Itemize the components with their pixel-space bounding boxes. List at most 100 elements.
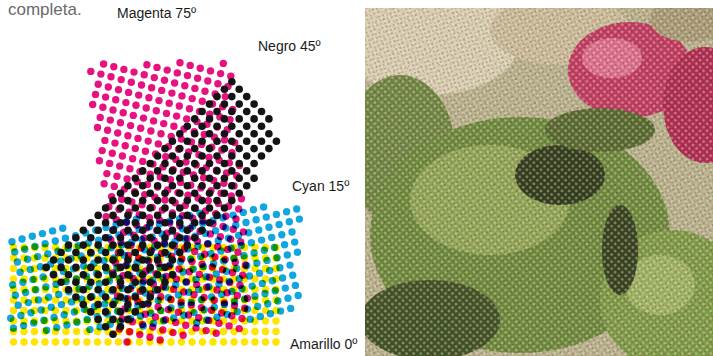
halftone-dot [101,137,108,144]
halftone-dot [198,167,206,175]
halftone-dot [268,234,275,241]
halftone-dot [80,256,88,264]
halftone-dot [94,241,102,249]
halftone-dot [286,261,293,268]
halftone-dot [259,280,266,287]
halftone-dot [161,219,169,227]
halftone-dot [100,60,107,67]
halftone-dot [206,130,214,138]
halftone-dot [132,145,139,152]
halftone-dot [218,309,225,316]
halftone-dot [132,219,140,227]
halftone-dot [38,306,45,313]
halftone-dot [97,70,104,77]
halftone-dot [175,265,182,272]
halftone-dot [154,167,162,175]
halftone-dot [178,92,185,99]
halftone-dot [257,313,264,320]
halftone-dot [53,324,60,331]
halftone-dot [94,271,102,279]
halftone-dot [251,338,258,345]
halftone-dot [232,259,239,266]
halftone-dot [109,227,117,235]
halftone-dot [216,276,223,283]
halftone-dot [184,182,192,190]
halftone-dot [213,137,221,145]
halftone-dot [176,160,184,168]
halftone-dot [229,269,236,276]
halftone-dot [24,256,31,263]
halftone-dot [161,264,169,272]
halftone-dot [102,219,110,227]
halftone-dot [143,61,150,68]
halftone-dot [243,108,251,116]
halftone-dot [103,170,110,177]
halftone-dot [201,251,208,258]
halftone-dot [261,290,268,297]
halftone-dot [87,308,95,316]
halftone-dot [242,219,249,226]
halftone-dot [258,236,265,243]
halftone-dot [228,182,236,190]
halftone-dot [153,227,160,234]
halftone-dot [198,197,206,205]
halftone-dot [102,234,110,242]
halftone-dot [134,135,141,142]
halftone-dot [191,160,199,168]
halftone-dot [220,60,227,67]
halftone-dot [221,204,229,212]
halftone-dot [102,93,109,100]
halftone-dot [243,93,251,101]
halftone-dot [195,314,202,321]
halftone-dot [222,93,229,100]
halftone-dot [145,94,152,101]
halftone-dot [184,227,192,235]
halftone-dot [258,123,266,131]
halftone-dot [246,272,253,279]
halftone-dot [260,203,267,210]
halftone-dot [262,328,269,335]
halftone-dot [215,320,222,327]
halftone-dot [167,338,174,345]
halftone-dot [170,286,177,293]
halftone-dot [65,271,73,279]
halftone-dot [73,328,80,335]
halftone-dot [101,300,108,307]
halftone-dot [172,319,179,326]
halftone-dot [80,227,88,235]
halftone-dot [124,256,132,264]
halftone-dot [10,338,17,345]
halftone-dot [110,226,117,233]
halftone-dot [288,228,295,235]
halftone-dot [139,286,147,294]
halftone-dot [87,68,94,75]
halftone-dot [266,267,273,274]
halftone-dot [198,261,205,268]
magenta-dot-grid [87,59,251,346]
halftone-dot [31,244,38,251]
halftone-dot [169,137,177,145]
halftone-dot [115,86,122,93]
halftone-dot [227,236,234,243]
body-text-fragment: completa. [8,0,82,20]
halftone-dot [31,328,38,335]
halftone-dot [146,219,154,227]
halftone-dot [167,296,174,303]
halftone-dot [169,182,177,190]
halftone-dot [225,322,232,329]
halftone-dot [199,338,206,345]
halftone-dot [72,234,80,242]
halftone-dot [94,316,102,324]
halftone-dot [228,93,236,101]
halftone-dot [198,182,206,190]
halftone-dot [22,289,29,296]
halftone-dot [117,264,125,272]
halftone-dot [151,74,158,81]
halftone-dot [221,189,229,197]
halftone-dot [213,197,221,205]
halftone-dot [80,286,88,294]
halftone-dot [140,114,147,121]
halftone-dot [12,292,19,299]
halftone-dot [124,182,132,190]
halftone-dot [176,59,183,66]
